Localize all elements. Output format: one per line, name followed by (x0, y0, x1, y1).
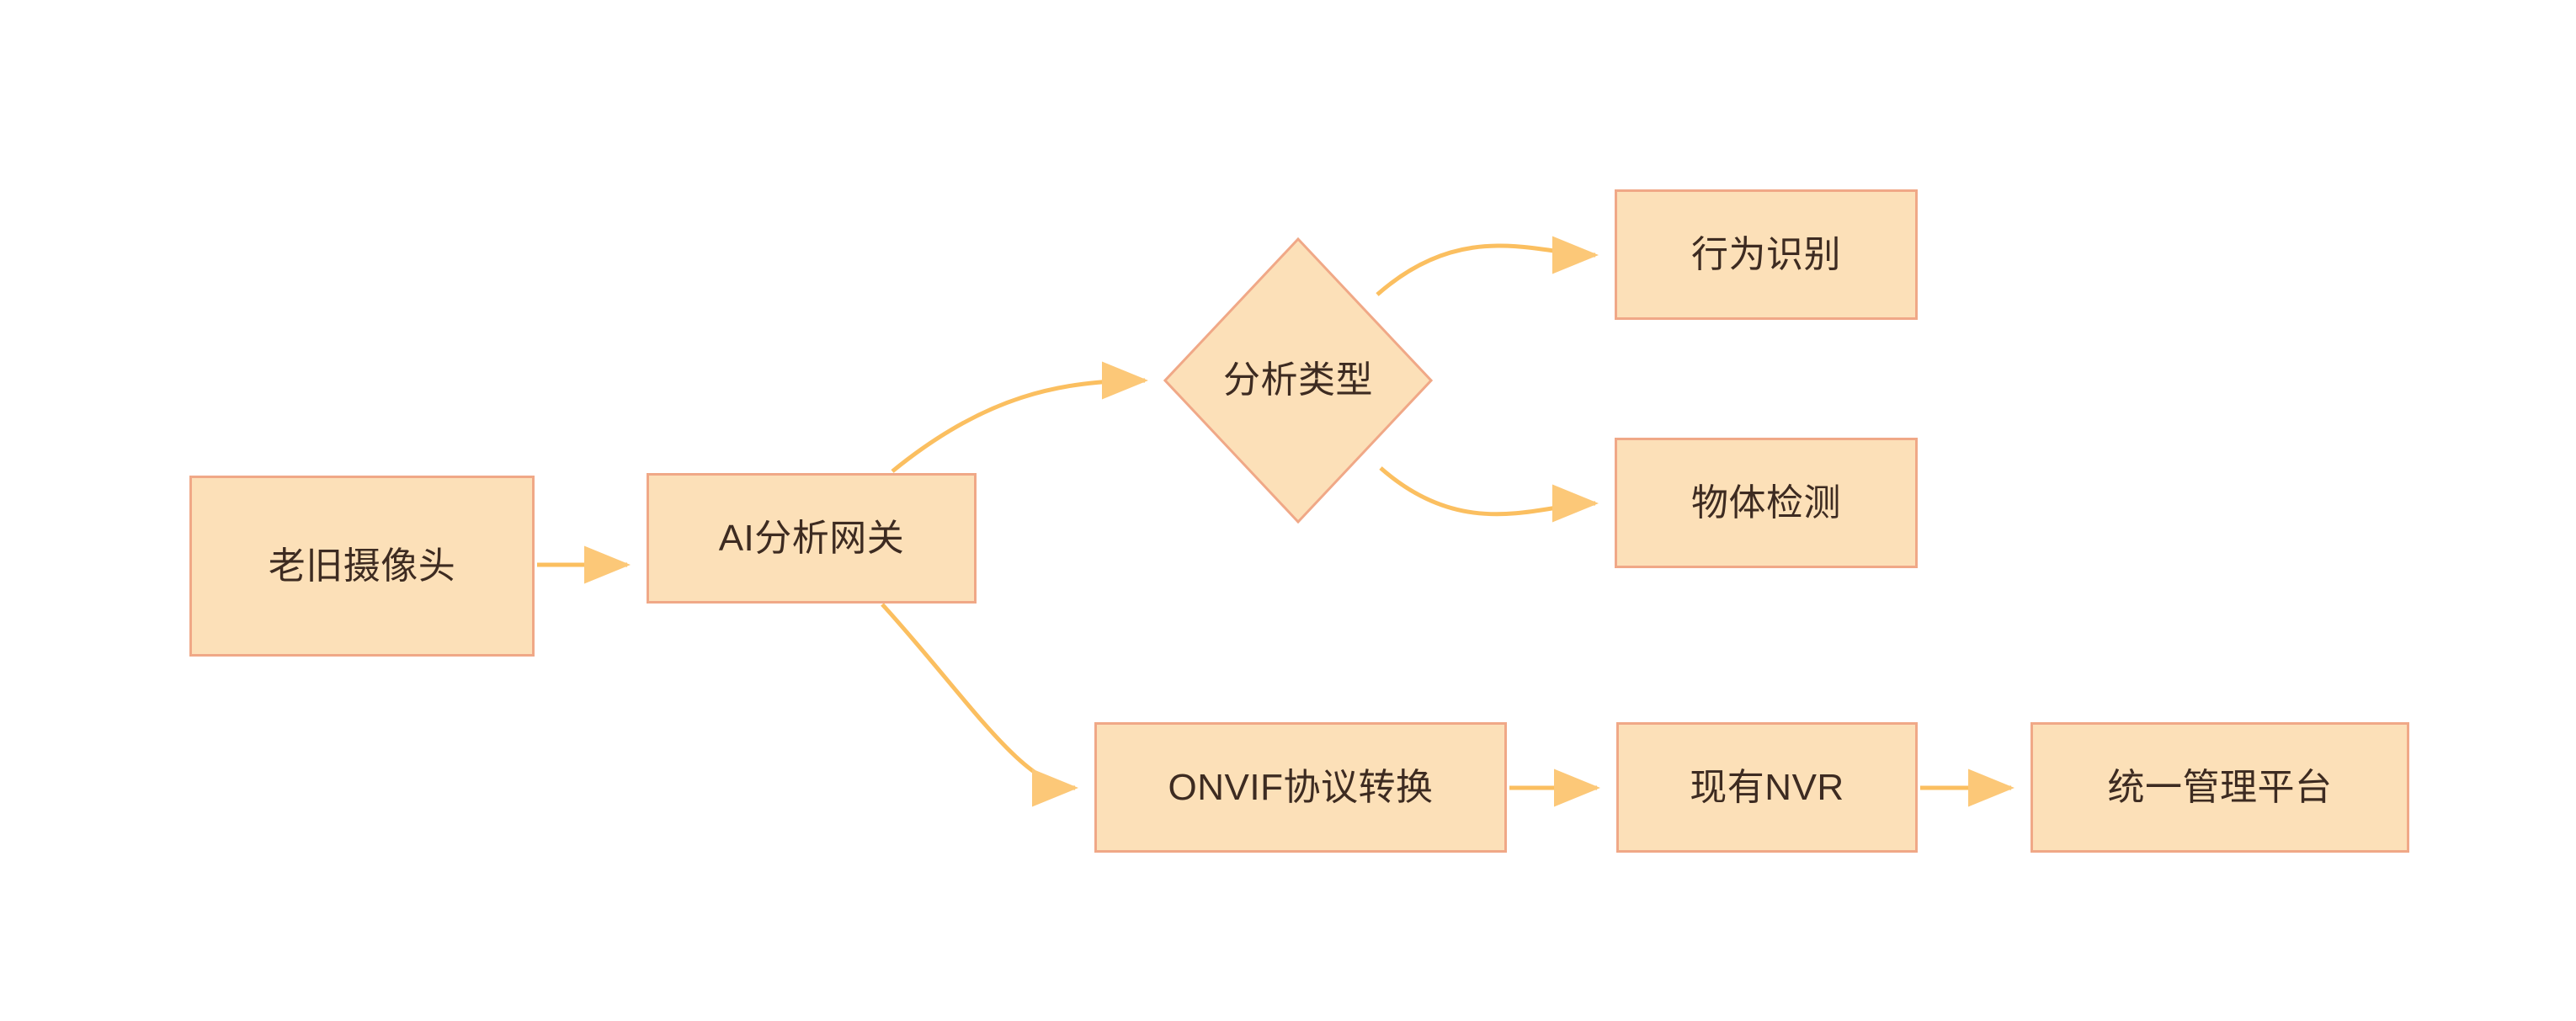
node-legacy-camera-label: 老旧摄像头 (268, 545, 456, 587)
node-object-detection-label: 物体检测 (1691, 481, 1841, 524)
node-behavior-recognition-label: 行为识别 (1691, 233, 1841, 275)
node-onvif-conversion[interactable]: ONVIF协议转换 (1094, 722, 1507, 853)
node-ai-gateway-label: AI分析网关 (718, 517, 905, 559)
node-analysis-type[interactable]: 分析类型 (1163, 237, 1433, 524)
node-analysis-type-label: 分析类型 (1223, 359, 1373, 401)
edge-gateway-analysis (891, 361, 1149, 473)
node-existing-nvr-label: 现有NVR (1690, 766, 1844, 808)
node-legacy-camera[interactable]: 老旧摄像头 (189, 476, 535, 657)
node-unified-platform[interactable]: 统一管理平台 (2030, 722, 2409, 853)
edge-analysis-behavior (1376, 236, 1599, 296)
node-object-detection[interactable]: 物体检测 (1615, 438, 1918, 568)
node-onvif-conversion-label: ONVIF协议转换 (1168, 766, 1434, 808)
node-existing-nvr[interactable]: 现有NVR (1616, 722, 1918, 853)
node-behavior-recognition[interactable]: 行为识别 (1615, 189, 1918, 320)
node-ai-gateway[interactable]: AI分析网关 (647, 473, 977, 604)
edge-analysis-object (1379, 466, 1599, 523)
node-unified-platform-label: 统一管理平台 (2107, 766, 2333, 808)
diamond-shape-icon (1163, 237, 1433, 524)
edge-gateway-onvif (881, 603, 1078, 807)
